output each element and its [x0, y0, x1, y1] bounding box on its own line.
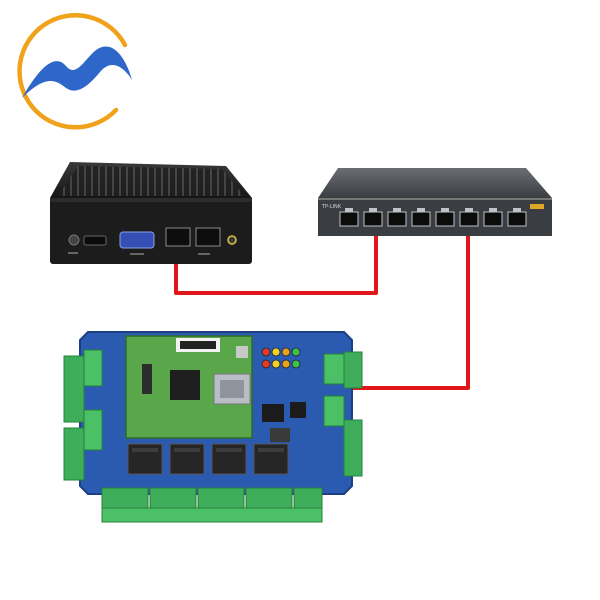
- relay: [253, 443, 289, 475]
- mountain-wave-logo-icon: [17, 13, 132, 130]
- switch-port: [459, 208, 479, 227]
- network-module: [125, 335, 253, 439]
- switch-port: [387, 208, 407, 227]
- led: [261, 359, 271, 369]
- right-terminal-blocks: [323, 351, 363, 477]
- led: [291, 347, 301, 357]
- mini-pc-icon: [50, 162, 252, 264]
- access-controller-board-icon: [63, 331, 363, 523]
- led: [291, 359, 301, 369]
- bottom-terminal-blocks: [101, 487, 323, 523]
- switch-port: [411, 208, 431, 227]
- network-switch: TP-LINK: [318, 168, 552, 236]
- relay: [127, 443, 163, 475]
- switch-port: [507, 208, 527, 227]
- relay: [169, 443, 205, 475]
- led: [271, 359, 281, 369]
- switch-port: [483, 208, 503, 227]
- led: [271, 347, 281, 357]
- cable-pc-to-switch: [174, 212, 378, 295]
- left-terminal-blocks: [63, 349, 103, 481]
- led: [281, 359, 291, 369]
- mini-pc: [50, 162, 252, 264]
- access-controller: [63, 331, 363, 523]
- status-leds: [261, 347, 301, 369]
- switch-ports: [339, 208, 527, 227]
- company-logo: [17, 13, 132, 130]
- relay: [211, 443, 247, 475]
- switch-port: [339, 208, 359, 227]
- led: [281, 347, 291, 357]
- relays: [127, 443, 289, 475]
- switch-port: [435, 208, 455, 227]
- switch-port: [363, 208, 383, 227]
- switch-brand-label: TP-LINK: [321, 204, 342, 210]
- network-switch-icon: TP-LINK: [318, 168, 552, 236]
- led: [261, 347, 271, 357]
